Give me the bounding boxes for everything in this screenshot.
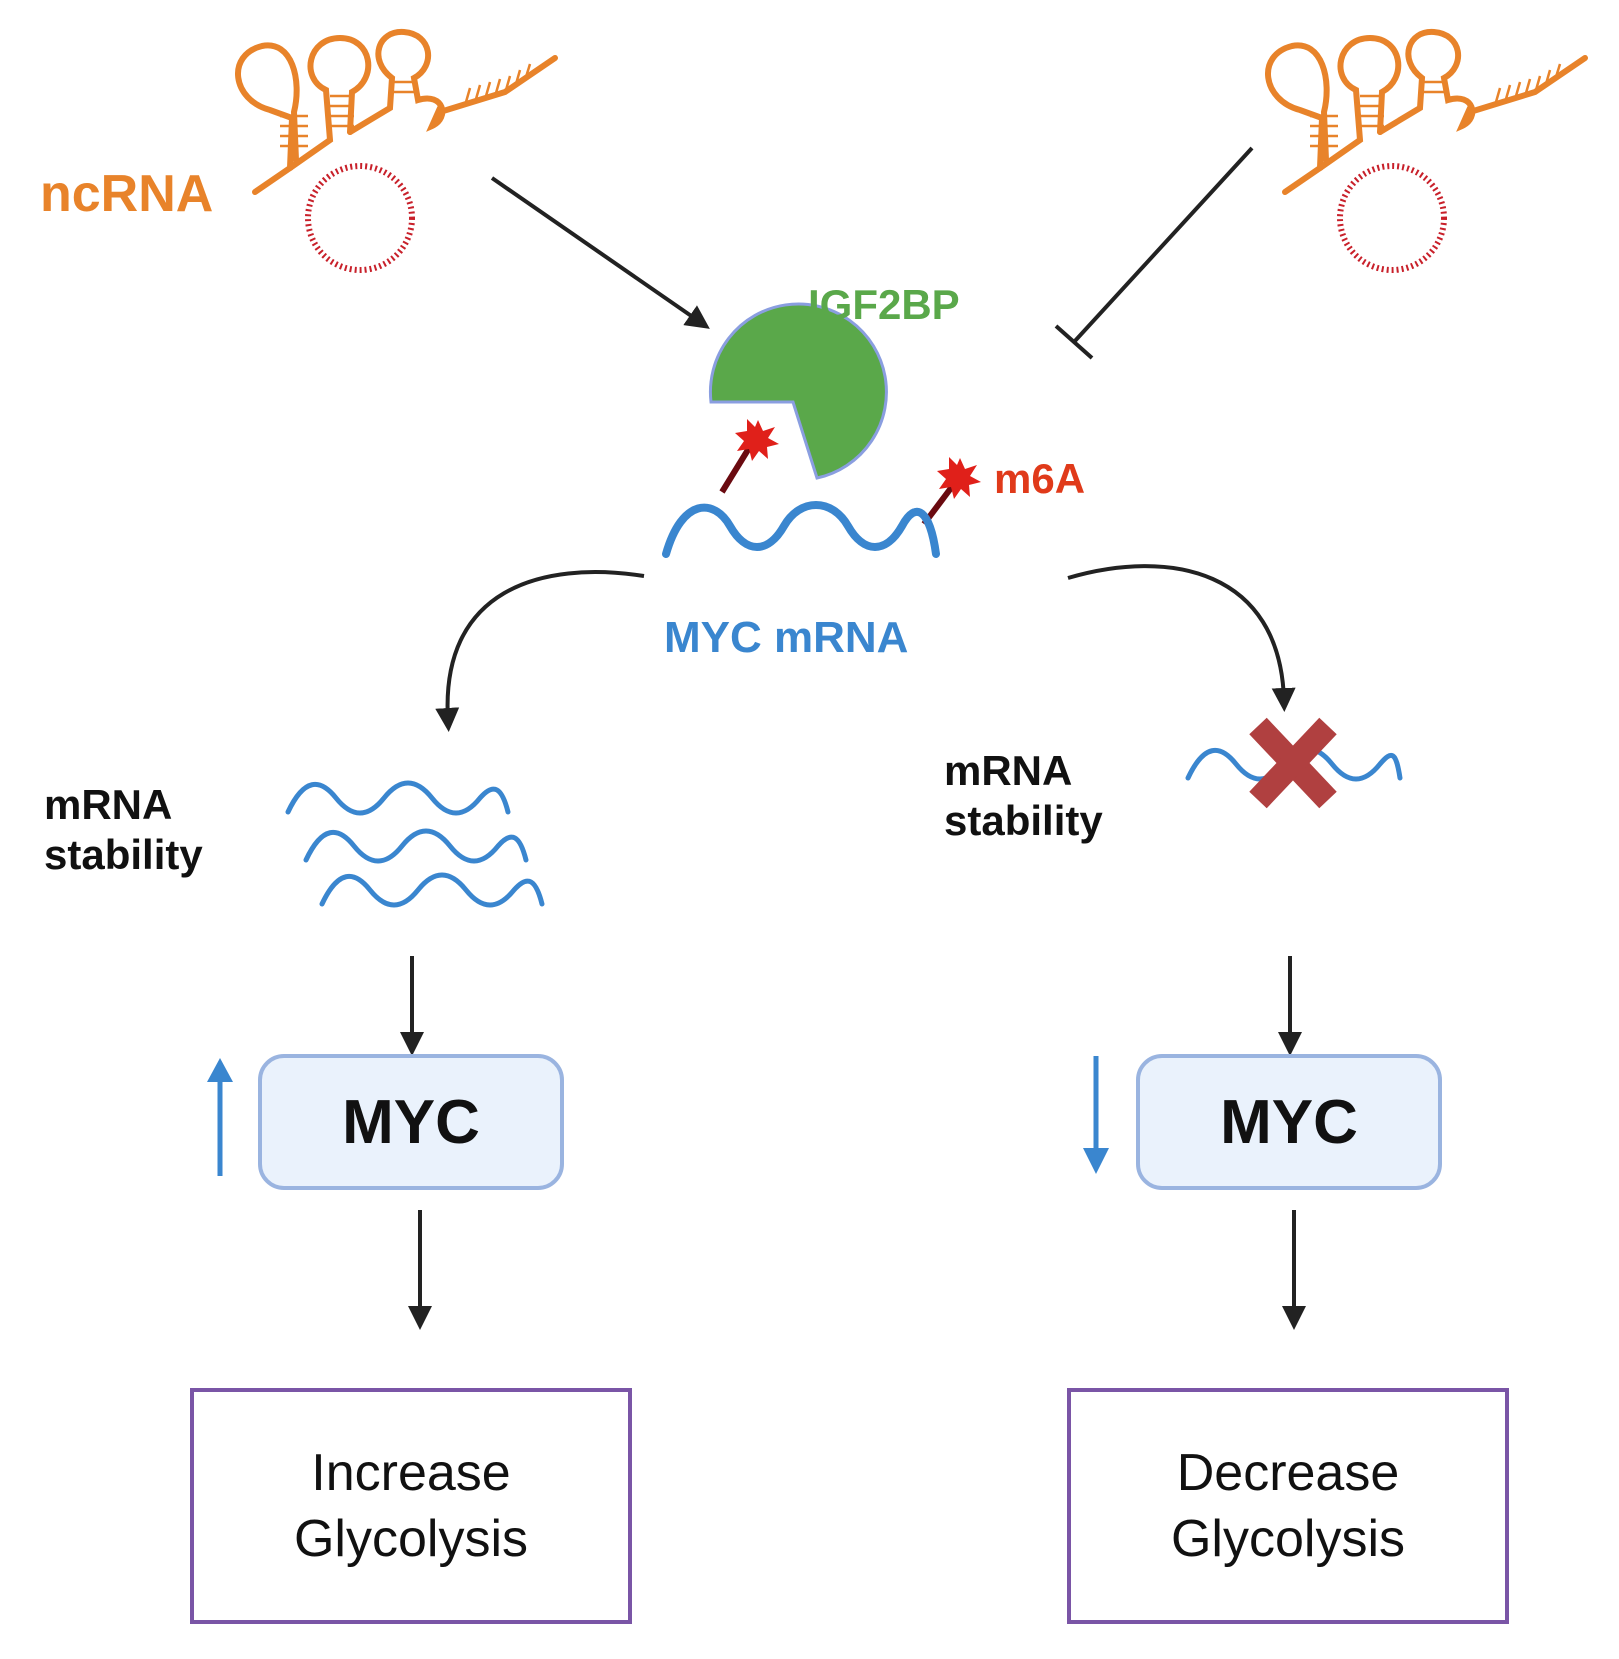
up-arrow-icon — [207, 1058, 233, 1176]
myc-label-right: MYC — [1220, 1087, 1358, 1157]
stability-right-line2: stability — [944, 797, 1103, 844]
branch-arrow-left — [435, 570, 645, 732]
ncrna-right-icon — [1265, 28, 1588, 195]
outcome-left-line2: Glycolysis — [293, 1510, 529, 1568]
ncrna-label: ncRNA — [40, 165, 214, 223]
stable-mrna-waves — [285, 780, 545, 908]
stability-right-line1: mRNA — [944, 747, 1073, 794]
branch-arrow-right — [1067, 564, 1296, 712]
outcome-box-decrease: Decrease Glycolysis — [1067, 1388, 1509, 1624]
igf2bp-protein-icon — [708, 302, 888, 480]
igf2bp-label: IGF2BP — [808, 281, 960, 328]
stability-left-line2: stability — [44, 831, 203, 878]
inhibition-arrow — [1054, 146, 1254, 360]
circrna-right-icon — [1337, 163, 1447, 273]
ncrna-left-basepairs — [280, 63, 532, 148]
stability-left-line1: mRNA — [44, 781, 173, 828]
activation-arrow — [490, 176, 710, 329]
m6a-label: m6A — [994, 455, 1086, 502]
stability-label-left: mRNA stability — [44, 780, 203, 880]
circrna-left-icon — [305, 163, 415, 273]
m6a-marker-left — [719, 419, 779, 494]
myc-box-left: MYC — [258, 1054, 564, 1190]
cross-icon — [1249, 717, 1337, 809]
myc-box-right: MYC — [1136, 1054, 1442, 1190]
outcome-left-line1: Increase — [311, 1444, 511, 1502]
myc-mrna-label: MYC mRNA — [664, 613, 909, 662]
stability-label-right: mRNA stability — [944, 746, 1103, 846]
m6a-marker-right — [921, 457, 981, 526]
outcome-box-increase: Increase Glycolysis — [190, 1388, 632, 1624]
myc-label-left: MYC — [342, 1087, 480, 1157]
ncrna-left-icon — [235, 28, 558, 195]
outcome-right-line2: Glycolysis — [1170, 1510, 1406, 1568]
ncrna-right-basepairs — [1310, 63, 1562, 148]
myc-mrna-wave — [662, 501, 940, 558]
outcome-right-line1: Decrease — [1176, 1444, 1400, 1502]
down-arrow-icon — [1083, 1056, 1109, 1174]
